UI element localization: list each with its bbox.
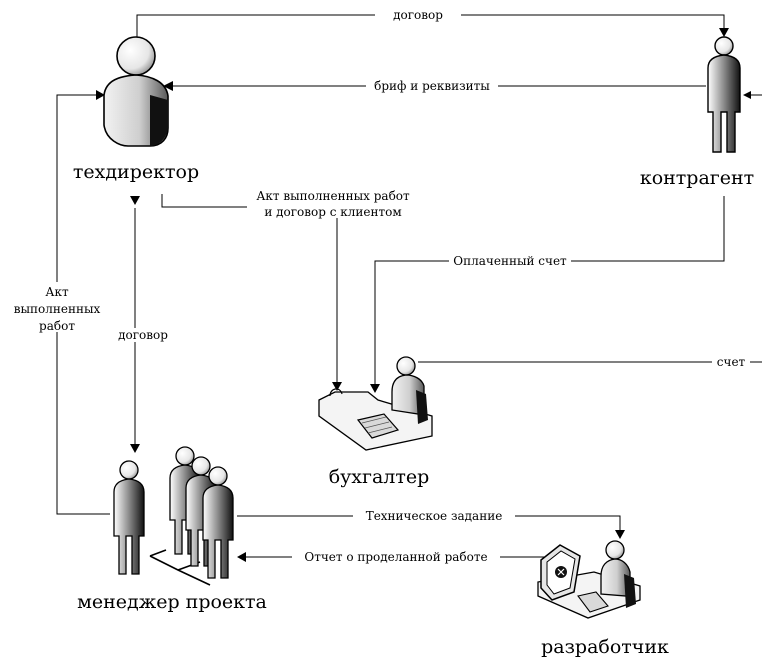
edge-label-report: Отчет о проделанной работе [304,550,487,564]
edge-label-contract-top: договор [393,8,443,22]
person-icon [103,36,169,147]
edge-contract-top: договор [136,8,729,42]
edge-label-tech-task: Техническое задание [366,509,503,523]
edge-label-act-left-1: Акт [45,285,69,299]
node-counterparty: контрагент [640,36,754,189]
node-manager: менеджер проекта [77,446,267,613]
person-seated-desk-icon [318,356,433,451]
node-accountant: бухгалтер [318,356,433,488]
edge-brief: бриф и реквизиты [163,79,706,93]
edge-incoming-right [743,91,762,99]
person-icon [113,460,145,575]
node-label-techdirector: техдиректор [73,161,199,183]
connectors: договор бриф и реквизиты Акт выполненных… [10,8,762,564]
edge-label-brief: бриф и реквизиты [374,79,490,93]
edge-act-contract: Акт выполненных работ и договор с клиент… [161,186,419,391]
node-techdirector: техдиректор [73,36,199,183]
node-label-counterparty: контрагент [640,167,754,189]
person-icon [707,36,741,153]
edge-label-paid-invoice: Оплаченный счет [453,254,567,268]
edge-label-contract-vertical: договор [118,328,168,342]
node-developer: разработчик [537,540,669,658]
edge-paid-invoice: Оплаченный счет [370,196,725,393]
person-group-icon [113,446,234,586]
edge-label-act-contract-1: Акт выполненных работ [256,189,410,203]
person-icon [202,466,234,579]
person-computer-icon [537,540,641,619]
edge-label-invoice: счет [717,355,746,369]
edge-report: Отчет о проделанной работе [237,550,555,564]
node-label-accountant: бухгалтер [329,466,430,488]
edge-label-act-left-2: выполненных [14,302,101,316]
node-label-developer: разработчик [541,636,669,658]
edge-label-act-contract-2: и договор с клиентом [264,205,401,219]
edge-contract-vertical: договор [112,196,174,453]
edge-label-act-left-3: работ [39,319,75,333]
node-label-manager: менеджер проекта [77,591,267,613]
edge-tech-task: Техническое задание [237,509,625,539]
edge-act-left: Акт выполненных работ [10,90,110,515]
edge-invoice: счет [418,355,762,369]
